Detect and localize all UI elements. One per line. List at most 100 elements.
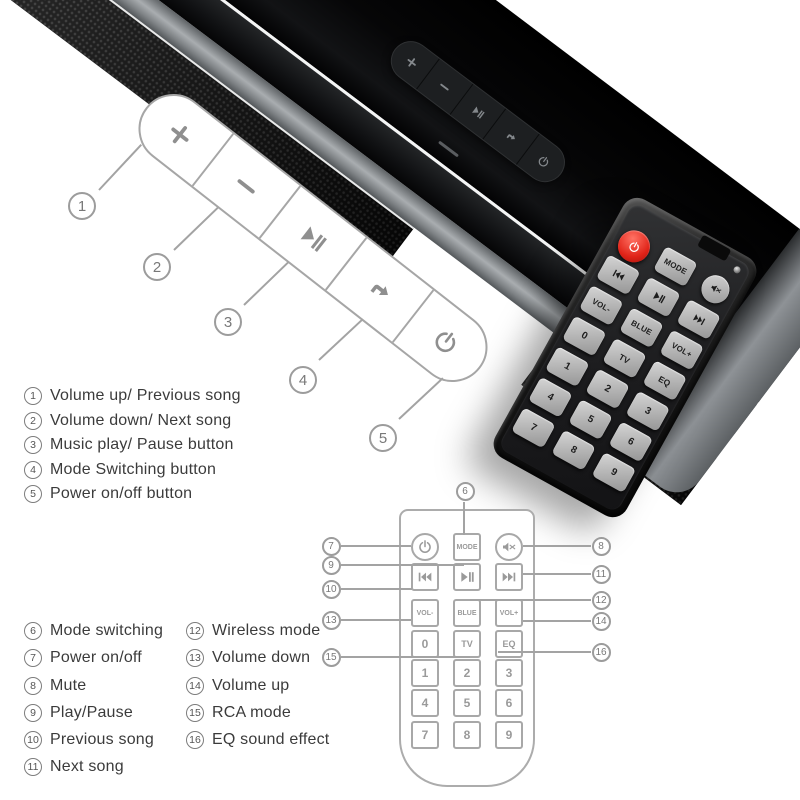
remote-volume-up-label: VOL+ <box>669 340 694 360</box>
remote-diagram-digit-3-label: 3 <box>505 666 513 680</box>
remote-diagram-volume-up-button: VOL+ <box>495 599 523 627</box>
callout-15: 15 <box>321 647 341 667</box>
remote-diagram-eq-button: EQ <box>495 630 523 658</box>
remote-digit-2-label: 2 <box>602 382 613 396</box>
mode-loop-icon <box>506 133 516 139</box>
remote-diagram-play-pause-button <box>453 563 481 591</box>
callout-1-number: 1 <box>77 197 87 215</box>
legend-item-12: 12 Wireless mode <box>186 621 329 641</box>
legend-number-16-text: 16 <box>189 734 201 747</box>
legend-number-8: 8 <box>24 676 42 695</box>
remote-eq-label: EQ <box>656 373 673 389</box>
remote-digit-9-label: 9 <box>608 466 619 479</box>
legend-number-5: 5 <box>24 485 42 503</box>
remote-diagram-digit-1-button: 1 <box>411 659 439 687</box>
soundbar-touch-strip <box>384 34 572 189</box>
bar-diagram-play-pause-button <box>258 185 366 290</box>
legend-item-6: 6 Mode switching <box>24 621 163 641</box>
legend-number-7: 7 <box>24 649 42 668</box>
callout-5-leader-line <box>398 377 444 420</box>
remote-diagram-volume-up-label: VOL+ <box>499 609 519 617</box>
mode-loop-icon <box>370 284 389 295</box>
play-pause-icon <box>461 572 474 582</box>
callout-3-leader-line <box>243 261 290 306</box>
remote-diagram-volume-down-label: VOL- <box>416 609 434 617</box>
remote-digit-1-label: 1 <box>562 360 573 373</box>
callout-10: 10 <box>321 579 341 599</box>
callout-5-number: 5 <box>378 429 388 447</box>
legend-label-10: Previous song <box>50 731 154 749</box>
remote-diagram-mode-button: MODE <box>453 533 481 561</box>
remote-diagram-tv-button: TV <box>453 630 481 658</box>
callout-6: 6 <box>455 481 475 501</box>
legend-label-3: Music play/ Pause button <box>50 436 234 453</box>
legend-item-15: 15 RCA mode <box>186 703 329 723</box>
legend-number-11-text: 11 <box>27 761 39 774</box>
legend-item-10: 10 Previous song <box>24 730 163 750</box>
legend-label-12: Wireless mode <box>212 622 321 639</box>
legend-number-12-text: 12 <box>189 625 201 637</box>
callout-6-leader-line <box>462 502 465 535</box>
remote-diagram-digit-3-button: 3 <box>495 659 523 687</box>
prev-icon <box>418 572 432 582</box>
legend-number-7-text: 7 <box>30 652 36 665</box>
remote-next-button <box>676 298 721 340</box>
legend-label-15: RCA mode <box>212 703 291 721</box>
remote-diagram-digit-1-label: 1 <box>421 666 429 680</box>
remote-diagram-eq-label: EQ <box>502 639 516 649</box>
callout-11: 11 <box>591 564 611 584</box>
remote-diagram-digit-5-label: 5 <box>463 696 471 710</box>
callout-7-leader-line <box>341 545 411 547</box>
callout-10-leader-line <box>341 588 412 590</box>
remote-diagram-previous-button <box>411 563 439 591</box>
legend-number-15-text: 15 <box>189 706 201 719</box>
remote-digit-4-label: 4 <box>545 391 556 404</box>
callout-16-number: 16 <box>595 646 607 658</box>
soundbar-photo <box>0 0 800 506</box>
remote-diagram-digit-5-button: 5 <box>453 689 481 717</box>
callout-1-leader-line <box>98 143 143 191</box>
remote-tv-button: TV <box>602 337 647 379</box>
legend-number-10-text: 10 <box>27 734 39 747</box>
bar-volume-up-touch-button <box>384 34 439 89</box>
legend-number-14: 14 <box>186 676 204 695</box>
callout-5: 5 <box>369 424 397 452</box>
legend-number-4-text: 4 <box>30 463 36 476</box>
remote-diagram-digit-0-button: 0 <box>411 630 439 658</box>
legend-label-6: Mode switching <box>50 622 164 639</box>
remote-diagram-digit-6-label: 6 <box>505 696 513 710</box>
remote-digit-6-label: 6 <box>625 435 636 449</box>
legend-number-1: 1 <box>24 387 42 405</box>
callout-12-leader-line <box>470 599 591 601</box>
callout-7: 7 <box>321 536 341 556</box>
remote-diagram-tv-label: TV <box>461 639 473 649</box>
legend-label-9: Play/Pause <box>50 703 133 721</box>
legend-number-6: 6 <box>24 622 42 640</box>
callout-14-leader-line <box>523 620 591 622</box>
callout-14-number: 14 <box>595 615 607 627</box>
callout-11-number: 11 <box>595 568 607 580</box>
play-pause-icon <box>300 225 327 252</box>
bar-power-touch-button <box>515 133 572 189</box>
remote-previous-button <box>595 254 641 296</box>
callout-12: 12 <box>591 590 611 610</box>
callout-7-number: 7 <box>328 540 334 552</box>
plus-icon <box>171 125 189 143</box>
remote-diagram-power-button <box>411 533 439 561</box>
remote-diagram-digit-6-button: 6 <box>495 689 523 717</box>
legend-label-7: Power on/off <box>50 649 142 667</box>
remote-diagram-digit-7-button: 7 <box>411 721 439 749</box>
remote-digit-0-label: 0 <box>579 329 590 343</box>
legend-number-15: 15 <box>186 703 204 722</box>
callout-13-number: 13 <box>325 614 337 626</box>
legend-number-3: 3 <box>24 436 42 454</box>
mute-icon <box>503 542 516 552</box>
play-pause-icon <box>471 105 485 119</box>
remote-digit-5-button: 5 <box>568 399 613 441</box>
soundbar-buttons-diagram <box>124 79 502 397</box>
